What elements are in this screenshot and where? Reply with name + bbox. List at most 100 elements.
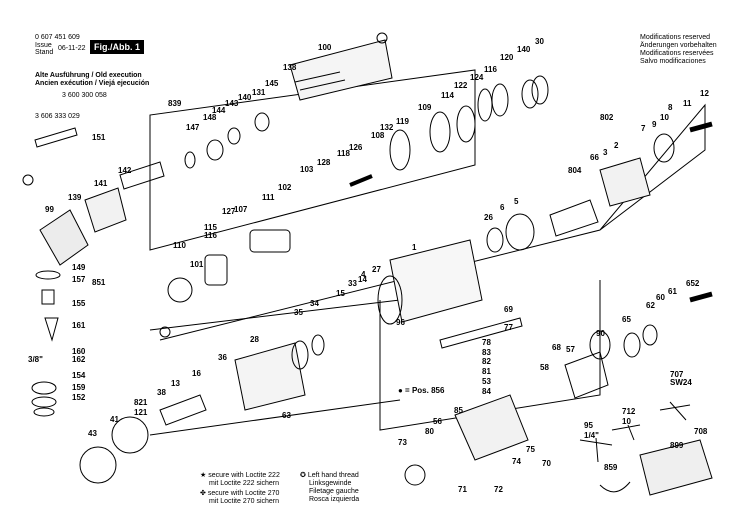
part-label: 140 xyxy=(517,45,531,54)
nipple-652 xyxy=(689,291,713,303)
part-7 xyxy=(653,133,675,163)
part-label: 119 xyxy=(396,117,409,126)
part-label: 155 xyxy=(72,299,86,308)
planet-carrier-101 xyxy=(204,254,228,286)
part-label: 138 xyxy=(283,63,297,72)
part-label: 36 xyxy=(218,353,227,362)
legend-loctite-270: ✤ secure with Loctite 270 mit Loctite 27… xyxy=(200,490,280,505)
part-label: 68 xyxy=(552,343,561,352)
part-label: 56 xyxy=(433,417,442,426)
part-label: 109 xyxy=(418,103,432,112)
part-label: 859 xyxy=(604,463,618,472)
part-label: 802 xyxy=(600,113,614,122)
knob-75 xyxy=(404,464,426,486)
part-label: 35 xyxy=(294,308,303,317)
part-label: 13 xyxy=(171,379,180,388)
part-label: 14 xyxy=(358,275,367,284)
part-label: 116 xyxy=(484,65,497,74)
part-65 xyxy=(623,332,641,358)
part-label: 160 xyxy=(72,347,86,356)
part-label: 1/4" xyxy=(584,431,599,440)
part-label: 10 xyxy=(622,417,631,426)
ring-149 xyxy=(35,270,61,280)
part-label: 154 xyxy=(72,371,86,380)
part-label: 3 xyxy=(603,148,608,157)
ring-34 xyxy=(311,334,325,356)
part-label: 145 xyxy=(265,79,279,88)
handle-56 xyxy=(454,394,529,461)
part-143 xyxy=(227,127,241,145)
legend-text: Filetage gauche xyxy=(309,488,359,495)
part-label: 15 xyxy=(336,289,345,298)
part-57 xyxy=(564,351,609,399)
part-label: 30 xyxy=(535,37,544,46)
rotor-3 xyxy=(549,199,599,237)
modifications-line: Modifications reservées xyxy=(640,50,714,57)
part-label: 81 xyxy=(482,367,491,376)
legend-text: secure with Loctite 270 xyxy=(207,490,280,497)
part-label: 61 xyxy=(668,287,677,296)
sleeve-155 xyxy=(41,289,55,305)
part-label: 657 xyxy=(0,0,14,2)
hex-key-712 xyxy=(579,437,613,463)
part-label: 707 xyxy=(670,370,684,379)
part-label: 161 xyxy=(72,321,86,330)
ring-131 xyxy=(254,112,270,132)
part-label: 101 xyxy=(190,260,204,269)
part-148 xyxy=(206,139,224,161)
part-label: 122 xyxy=(454,81,468,90)
doc-number: 0 607 451 609 xyxy=(35,34,80,41)
spring-30 xyxy=(531,75,549,105)
part-label: 110 xyxy=(173,241,186,250)
part-label: 116 xyxy=(204,231,217,240)
hint-marker-left xyxy=(22,174,34,186)
part-label: 4 xyxy=(361,270,366,279)
part-90 xyxy=(589,330,611,360)
part-label: 821 xyxy=(134,398,148,407)
part-label: 141 xyxy=(94,179,108,188)
part-label: 3/8" xyxy=(28,355,43,364)
part-label: 5 xyxy=(514,197,519,206)
legend-text: secure with Loctite 222 xyxy=(208,472,280,479)
part-label: 6 xyxy=(500,203,505,212)
hex-key-707 xyxy=(611,424,641,441)
part-label: 126 xyxy=(349,143,363,152)
part-label: 66 xyxy=(590,153,599,162)
part-label: 851 xyxy=(92,278,106,287)
part-label: 127 xyxy=(222,207,236,216)
part-label: 142 xyxy=(118,166,132,175)
part-label: 27 xyxy=(372,265,381,274)
part-label: 839 xyxy=(168,99,182,108)
part-number-labels: 1003014012011612412211410911910813212611… xyxy=(0,0,709,494)
part-label: 118 xyxy=(337,149,350,158)
shaft-142 xyxy=(119,161,165,190)
gear-head-141 xyxy=(84,187,127,233)
part-label: 62 xyxy=(646,301,655,310)
issue-label: Issue xyxy=(35,42,52,49)
part-label: 75 xyxy=(526,445,535,454)
part-label: 34 xyxy=(310,299,319,308)
part-label: 7 xyxy=(641,124,646,133)
pos-856-note: ● = Pos. 856 xyxy=(398,386,445,395)
part-label: 83 xyxy=(482,348,491,357)
part-label: 162 xyxy=(72,355,86,364)
ref-a: 3 600 300 058 xyxy=(62,92,107,99)
part-label: 8 xyxy=(668,103,673,112)
ring-96 xyxy=(377,275,403,325)
ring-122 xyxy=(456,105,476,143)
pin-118 xyxy=(349,174,373,187)
legend-text: Linksgewinde xyxy=(309,480,352,487)
part-label: 28 xyxy=(250,335,259,344)
part-label: 102 xyxy=(278,183,292,192)
old-execution-en: Alte Ausführung / Old execution xyxy=(35,72,142,79)
legend-loctite-222: ★ secure with Loctite 222 mit Loctite 22… xyxy=(200,472,280,487)
part-label: 152 xyxy=(72,393,86,402)
part-label: 120 xyxy=(500,53,514,62)
fitting-12 xyxy=(689,121,713,133)
drawing-shapes xyxy=(22,32,713,496)
part-label: 12 xyxy=(700,89,709,98)
ref-b: 3 606 333 029 xyxy=(35,113,80,120)
wrench-708 xyxy=(659,401,691,421)
part-label: SW24 xyxy=(670,378,692,387)
